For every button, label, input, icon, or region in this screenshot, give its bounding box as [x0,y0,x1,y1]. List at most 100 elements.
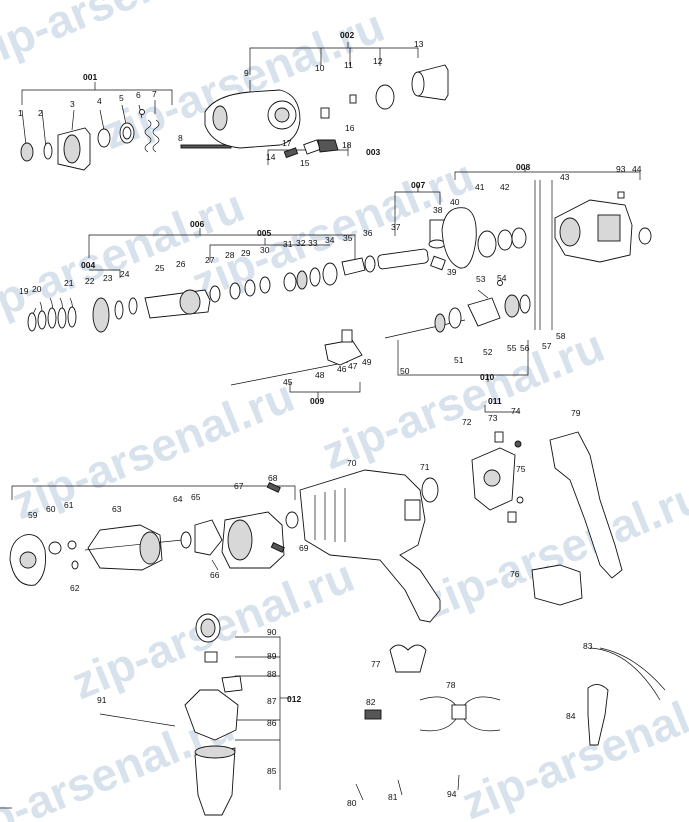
part-label-5: 5 [119,93,124,103]
watermark-10: zip-arsenal.ru [454,669,689,822]
part-label-58: 58 [556,331,566,341]
seal-40-part [441,207,477,269]
part-label-73: 73 [488,413,498,423]
part-label-88: 88 [267,669,277,679]
part-label-87: 87 [267,696,277,706]
part-label-33: 33 [308,238,318,248]
brush-77-part [389,644,427,673]
part-label-26: 26 [176,259,186,269]
part-label-6: 6 [136,90,141,100]
part-label-1: 1 [18,108,23,118]
part-label-63: 63 [112,504,122,514]
part-label-42: 42 [500,182,510,192]
clip-82-part [364,709,382,720]
part-label-36: 36 [363,228,373,238]
part-label-69: 69 [299,543,309,553]
part-label-13: 13 [414,39,424,49]
group-label-006: 006 [190,219,204,229]
part-label-20: 20 [32,284,42,294]
part-label-11: 11 [344,60,353,70]
part-label-31: 31 [283,239,293,249]
part-label-91: 91 [97,695,107,705]
striker-35-part [341,257,366,276]
part-label-45: 45 [283,377,293,387]
group-label-005: 005 [257,228,271,238]
watermark-8: zip-arsenal.ru [414,469,689,629]
part-label-49: 49 [362,357,372,367]
assembly-001 [20,82,232,171]
part-label-70: 70 [347,458,357,468]
part-label-75: 75 [516,464,526,474]
part-label-90: 90 [267,627,277,637]
part-label-37: 37 [391,222,401,232]
group-label-004: 004 [81,260,95,270]
part-label-38: 38 [433,205,443,215]
assembly-009-010 [230,280,531,398]
group-label-001: 001 [83,72,97,82]
part-label-19: 19 [19,286,29,296]
part-label-67: 67 [234,481,244,491]
group-label-008: 008 [516,162,530,172]
part-label-51: 51 [454,355,464,365]
part-label-76: 76 [510,569,520,579]
assembly-motor [9,482,299,586]
part-label-2: 2 [38,108,43,118]
part-label-79: 79 [571,408,581,418]
part-label-85: 85 [267,766,277,776]
part-label-71: 71 [420,462,430,472]
shaft-51-part [434,313,446,333]
part-label-34: 34 [325,235,335,245]
part-label-15: 15 [300,158,310,168]
group-label-010: 010 [480,372,494,382]
part-label-14: 14 [266,152,276,162]
group-label-002: 002 [340,30,354,40]
grip-85-part [194,747,236,816]
group-label-007: 007 [411,180,425,190]
wobble-bearing-52-part [467,297,501,327]
part-label-30: 30 [260,245,270,255]
part-label-53: 53 [476,274,486,284]
part-label-27: 27 [205,255,215,265]
part-label-41: 41 [475,182,485,192]
group-label-011: 011 [488,396,502,406]
group-labels: 001 002 003 004 005 006 007 008 009 010 … [81,30,530,704]
part-label-25: 25 [155,263,165,273]
part-label-77: 77 [371,659,381,669]
part-label-16: 16 [345,123,355,133]
part-label-9: 9 [244,68,249,78]
part-label-22: 22 [85,276,95,286]
part-label-78: 78 [446,680,456,690]
assembly-002-003 [204,42,449,165]
group-label-009: 009 [310,396,324,406]
part-label-61: 61 [64,500,74,510]
assembly-008 [441,168,652,330]
part-label-18: 18 [342,140,352,150]
part-label-86: 86 [267,718,277,728]
group-label-003: 003 [366,147,380,157]
part-label-52: 52 [483,347,493,357]
part-label-64: 64 [173,494,183,504]
part-label-40: 40 [450,197,460,207]
clamp-87-part [184,689,239,741]
bolt-8-part [180,144,232,149]
cord-guard-84-part [587,684,609,746]
part-label-59: 59 [28,510,38,520]
part-label-23: 23 [103,273,113,283]
part-label-46: 46 [337,364,347,374]
part-label-28: 28 [225,250,235,260]
part-label-65: 65 [191,492,201,502]
assembly-misc [355,644,666,801]
part-label-81: 81 [388,792,398,802]
part-label-84: 84 [566,711,576,721]
part-label-43: 43 [560,172,570,182]
part-label-68: 68 [268,473,278,483]
part-label-54: 54 [497,273,507,283]
part-label-12: 12 [373,56,383,66]
part-label-66: 66 [210,570,220,580]
part-label-24: 24 [120,269,130,279]
group-label-012: 012 [287,694,301,704]
gear-22-part [92,297,110,333]
handle-cover-79-part [549,431,623,579]
part-label-83: 83 [583,641,593,651]
sleeve-12-part [375,84,395,110]
